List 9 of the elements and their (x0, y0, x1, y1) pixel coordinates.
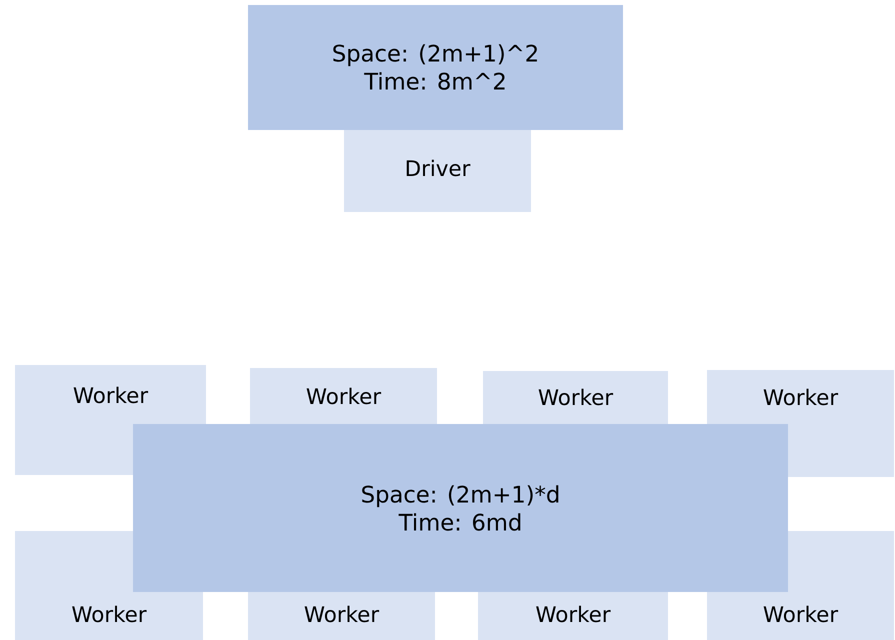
worker-box: Worker (483, 371, 668, 424)
worker-box: Worker (15, 531, 203, 640)
worker-box: Worker (250, 368, 437, 424)
driver-box: Driver (344, 130, 531, 212)
stats-box: Space: (2m+1)*d Time: 6md (133, 424, 788, 592)
worker-box: Worker (478, 592, 668, 640)
stats-box: Space: (2m+1)^2 Time: 8m^2 (248, 5, 623, 130)
worker-box: Worker (248, 592, 435, 640)
worker-box: Worker (707, 531, 894, 640)
